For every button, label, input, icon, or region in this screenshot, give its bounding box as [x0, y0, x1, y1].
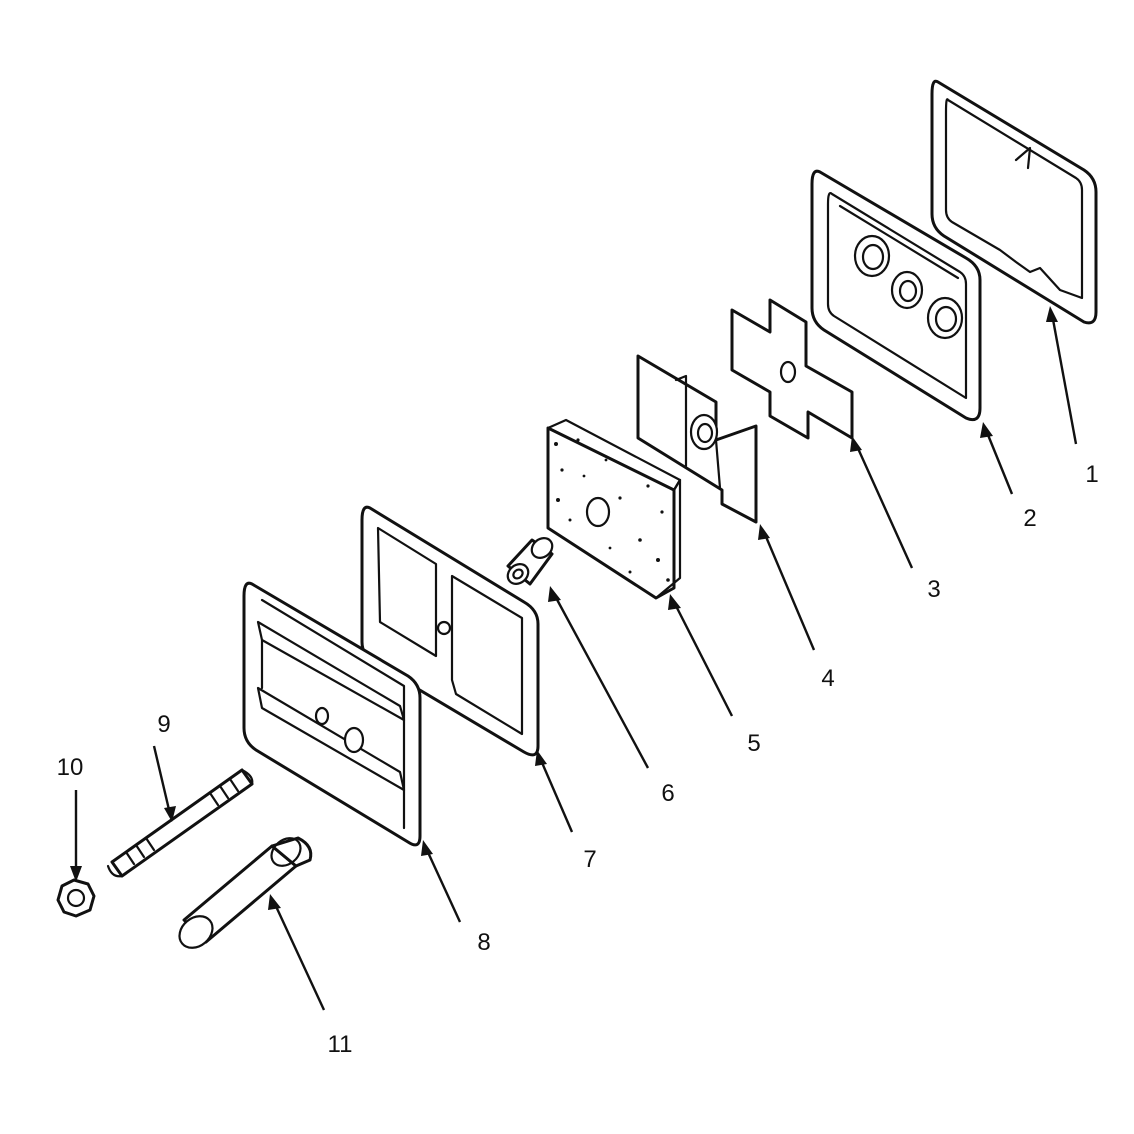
part-6-sleeve — [506, 537, 554, 586]
part-1-gasket — [930, 79, 1098, 325]
leader-arrows — [70, 306, 1078, 1011]
callout-11: 11 — [328, 1031, 353, 1058]
part-7-gasket — [360, 505, 540, 757]
part-9-stud — [106, 768, 254, 878]
callout-10: 10 — [57, 754, 84, 781]
part-2-housing — [810, 169, 982, 422]
callout-6: 6 — [661, 780, 674, 807]
callout-4: 4 — [821, 665, 834, 692]
callout-8: 8 — [477, 929, 490, 956]
part-11-pin — [178, 836, 313, 949]
part-3-cross-plate — [730, 298, 854, 440]
callout-3: 3 — [927, 576, 940, 603]
callout-5: 5 — [747, 730, 760, 757]
callout-1: 1 — [1085, 461, 1098, 488]
part-8-cover — [242, 581, 422, 847]
callout-2: 2 — [1023, 505, 1036, 532]
callout-9: 9 — [157, 711, 170, 738]
part-5-filter-block — [546, 418, 682, 600]
part-4-bracket — [636, 354, 758, 524]
part-10-nut — [56, 878, 96, 918]
callout-7: 7 — [583, 846, 596, 873]
